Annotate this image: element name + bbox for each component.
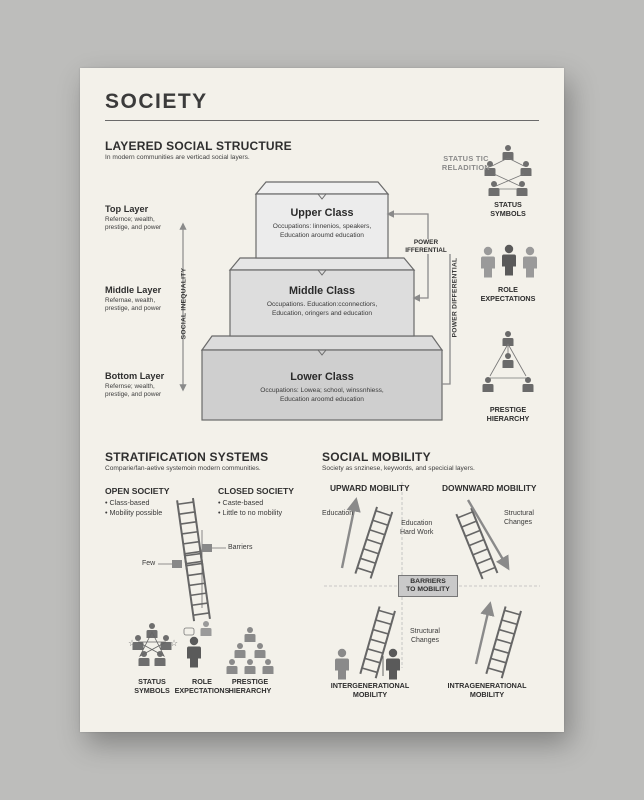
social-inequality-label: SOCIAL INEQUALITY bbox=[180, 267, 188, 340]
stratification-heading: STRATIFICATION SYSTEMS bbox=[105, 450, 269, 464]
lower-class-text: Occupations: Lowea; school, winssnhiess,… bbox=[260, 387, 384, 403]
upper-class-title: Upper Class bbox=[290, 207, 354, 219]
svg-text:☆: ☆ bbox=[128, 638, 136, 648]
layer-top-desc: Refernce; wealth, prestige, and power bbox=[105, 216, 162, 232]
barrier-block-1 bbox=[202, 544, 212, 552]
class-pyramid bbox=[200, 181, 444, 421]
closed-society-title: CLOSED SOCIETY bbox=[218, 486, 294, 496]
closed-society-item: Caste-based bbox=[218, 498, 282, 508]
open-society-title: OPEN SOCIETY bbox=[105, 486, 170, 496]
barrier-block-2 bbox=[172, 560, 182, 568]
side-status-symbols-label: STATUS SYMBOLS bbox=[490, 200, 526, 218]
power-arrow-1 bbox=[386, 210, 429, 302]
page-title: SOCIETY bbox=[105, 90, 208, 113]
upward-mobility-title: UPWARD MOBILITY bbox=[330, 483, 410, 493]
status-relation-label: STATUS TIC RELADITION bbox=[441, 154, 491, 173]
strat-status-symbols-label: STATUS SYMBOLS bbox=[134, 677, 170, 695]
strat-status-icon: ☆ ☆ bbox=[128, 623, 178, 666]
poster: ☆ ☆ SOCI bbox=[80, 68, 564, 732]
role-people-icon bbox=[481, 244, 537, 278]
status-network-icon bbox=[484, 145, 532, 196]
closed-society-item: Little to no mobility bbox=[218, 508, 283, 518]
intragenerational-label: INTRAGENERATIONAL MOBILITY bbox=[447, 681, 527, 699]
barriers-to-mobility-box: BARRIERS TO MOBILITY bbox=[398, 575, 458, 598]
poster-graphics: ☆ ☆ bbox=[128, 145, 540, 680]
intergen-person-2 bbox=[386, 648, 400, 680]
mobility-subtitle: Society as snzinese, keywords, and speci… bbox=[322, 465, 475, 472]
closed-society-list: Caste-based Little to no mobility bbox=[218, 498, 283, 518]
layered-heading: LAYERED SOCIAL STRUCTURE bbox=[105, 139, 292, 153]
barriers-label: Barriers bbox=[228, 544, 253, 551]
stratification-subtitle: Comparie/fan-aetive systemoin modern com… bbox=[105, 465, 261, 472]
power-differential-label-1: POWER IFFERENTIAL bbox=[398, 239, 454, 255]
mobility-heading: SOCIAL MOBILITY bbox=[322, 450, 431, 464]
prestige-tree-icon bbox=[482, 331, 534, 392]
education-hard-work-label: Education Hard Work bbox=[400, 520, 434, 536]
side-role-expectations-label: ROLE EXPECTATIONS bbox=[480, 285, 536, 303]
side-prestige-hierarchy-label: PRESTIGE HIERARCHY bbox=[486, 405, 530, 423]
intergenerational-label: INTERGENERATIONAL MOBILITY bbox=[330, 681, 410, 699]
barriers-to-mobility-label: BARRIERS TO MOBILITY bbox=[406, 578, 450, 594]
upper-class-text: Occupations: linnenios, speakers, Educat… bbox=[272, 223, 372, 239]
middle-class-text: Occupations. Education:cconnectiors, Edu… bbox=[266, 301, 378, 317]
strat-prestige-icon bbox=[226, 627, 274, 674]
intergen-person-1 bbox=[335, 648, 349, 680]
strat-role-icon bbox=[183, 621, 212, 668]
svg-text:☆: ☆ bbox=[170, 638, 178, 648]
few-label: Few bbox=[142, 560, 156, 567]
lower-class-title: Lower Class bbox=[290, 371, 354, 383]
strat-ladder bbox=[176, 497, 211, 623]
middle-class-title: Middle Class bbox=[289, 285, 355, 297]
intragen-ladder bbox=[485, 605, 522, 680]
title-rule bbox=[105, 120, 539, 121]
layered-subtitle: In modern communities are verticad socia… bbox=[105, 154, 250, 161]
upward-ladder bbox=[354, 505, 394, 580]
structural-changes-label-1: Structural Changes bbox=[504, 510, 534, 526]
layer-middle-name: Middle Layer bbox=[105, 285, 162, 295]
layer-top-name: Top Layer bbox=[105, 204, 149, 214]
power-differential-label-2: POWER DIFFERENTIAL bbox=[451, 252, 459, 343]
structural-changes-label-2: Structural Changes bbox=[410, 628, 440, 644]
open-society-item: Class-based bbox=[105, 498, 162, 508]
layer-middle-desc: Refernae, wealth, prestige, and power bbox=[105, 297, 162, 313]
open-society-list: Class-based Mobility possible bbox=[105, 498, 163, 518]
layer-bottom-name: Bottom Layer bbox=[105, 371, 165, 381]
layer-bottom-desc: Refernse; wealth, prestige, and power bbox=[105, 383, 162, 399]
education-label: Education bbox=[322, 510, 354, 517]
open-society-item: Mobility possible bbox=[105, 508, 163, 518]
downward-mobility-title: DOWNWARD MOBILITY bbox=[442, 483, 537, 493]
strat-prestige-hierarchy-label: PRESTIGE HIERARCHY bbox=[228, 677, 272, 695]
strat-role-expectations-label: ROLE EXPECTATIONS bbox=[174, 677, 230, 695]
downward-ladder bbox=[455, 507, 499, 580]
